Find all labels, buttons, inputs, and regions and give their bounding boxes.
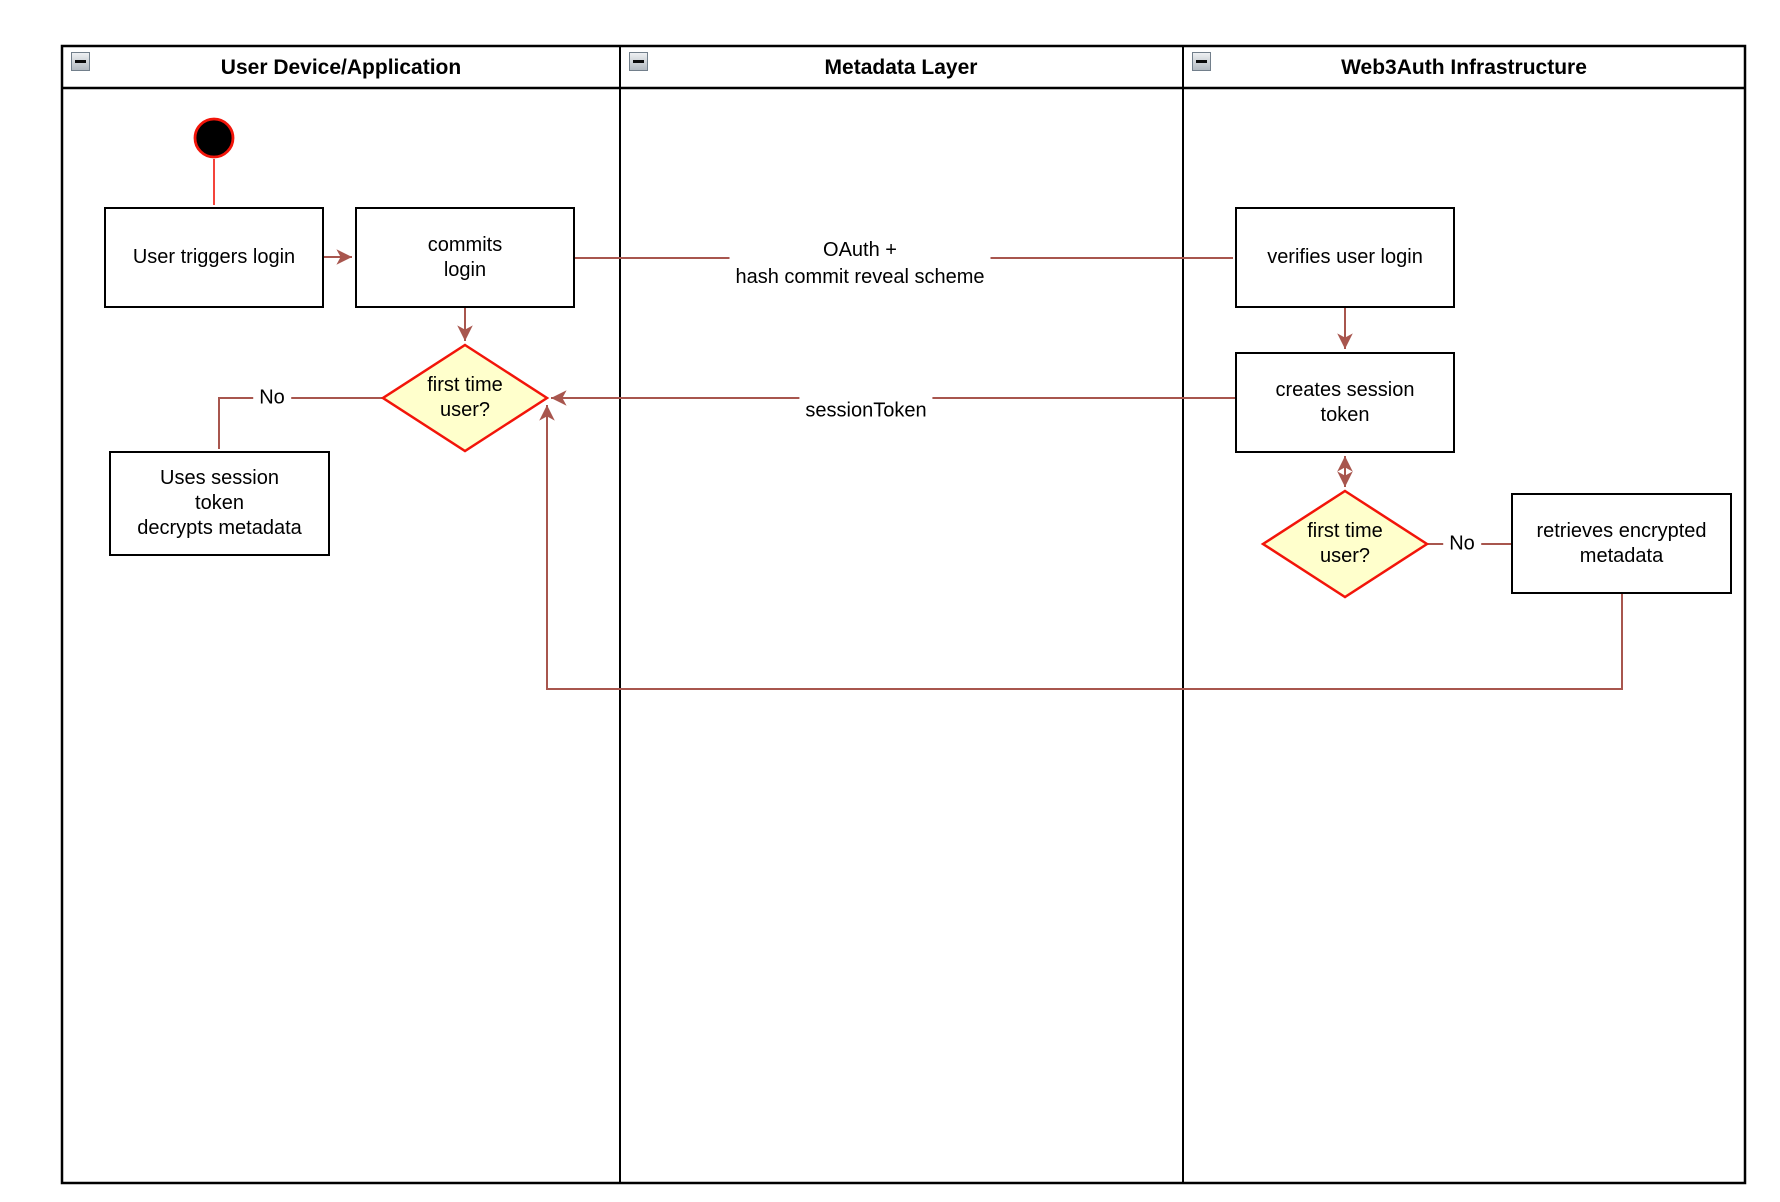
- node-verifies-user-login[interactable]: verifies user login: [1235, 207, 1455, 308]
- decision-first-time-user-right[interactable]: [1260, 489, 1430, 599]
- node-retrieves-encrypted-metadata[interactable]: retrieves encrypted metadata: [1511, 493, 1732, 594]
- decision-label-left: first time user?: [427, 374, 503, 421]
- edge-label-session-token: sessionToken: [799, 396, 933, 426]
- edge-label-no-left: No: [253, 383, 291, 413]
- lane-title-web3auth: Web3Auth Infrastructure: [1341, 56, 1587, 79]
- edge-label-oauth: OAuth + hash commit reveal scheme: [729, 236, 991, 292]
- collapse-button-lane-2[interactable]: [629, 52, 648, 71]
- minus-icon: [1196, 60, 1207, 63]
- decision-label-right: first time user?: [1307, 520, 1383, 567]
- edge-label-no-right: No: [1443, 529, 1481, 559]
- minus-icon: [75, 60, 86, 63]
- lane-title-user-device: User Device/Application: [220, 56, 462, 79]
- collapse-button-lane-3[interactable]: [1192, 52, 1211, 71]
- node-commits-login[interactable]: commits login: [355, 207, 575, 308]
- node-uses-session-token[interactable]: Uses session token decrypts metadata: [109, 451, 330, 556]
- decision-first-time-user-left[interactable]: [380, 343, 550, 453]
- edge-retrieve-feedback[interactable]: [539, 404, 1623, 690]
- lane-title-metadata-layer: Metadata Layer: [824, 56, 978, 79]
- collapse-button-lane-1[interactable]: [71, 52, 90, 71]
- edge-decision-no-left[interactable]: [218, 397, 383, 449]
- minus-icon: [633, 60, 644, 63]
- pool-frame: [60, 44, 1747, 1185]
- node-user-triggers-login[interactable]: User triggers login: [104, 207, 324, 308]
- start-node[interactable]: [193, 117, 235, 159]
- node-creates-session-token[interactable]: creates session token: [1235, 352, 1455, 453]
